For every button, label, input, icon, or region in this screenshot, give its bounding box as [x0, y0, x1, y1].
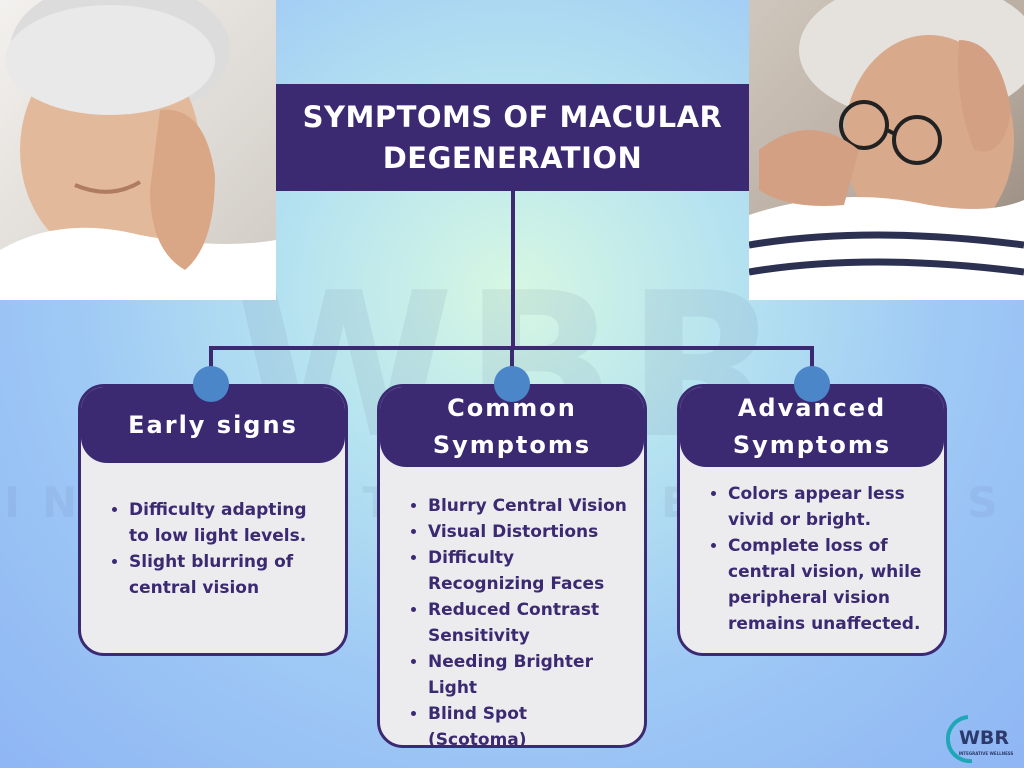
- card-heading-line-1: Advanced: [737, 394, 887, 422]
- logo-swoosh: [946, 715, 973, 764]
- list-item: Reduced Contrast Sensitivity: [428, 597, 630, 649]
- page-title: SYMPTOMS OF MACULAR DEGENERATION: [276, 84, 749, 191]
- symptom-list: Difficulty adapting to low light levels.…: [81, 463, 345, 601]
- title-line-2: DEGENERATION: [382, 140, 643, 175]
- list-item: Slight blurring of central vision: [129, 549, 331, 601]
- wbr-logo: WBR INTEGRATIVE WELLNESS: [946, 715, 1014, 764]
- list-item: Blurry Central Vision: [428, 493, 630, 519]
- card-heading-text: Early signs: [128, 410, 298, 439]
- list-item: Complete loss of central vision, while p…: [728, 533, 930, 637]
- photo-woman-rubbing-eye: [0, 0, 276, 300]
- photo-woman-holding-glasses: [749, 0, 1024, 300]
- photo-left-illustration: [0, 0, 276, 300]
- title-line-1: SYMPTOMS OF MACULAR: [302, 99, 723, 134]
- card-early-signs: Early signs Difficulty adapting to low l…: [78, 384, 348, 656]
- logo-subtext: INTEGRATIVE WELLNESS: [959, 751, 1014, 756]
- list-item: Difficulty adapting to low light levels.: [129, 497, 331, 549]
- card-heading: Common Symptoms: [380, 387, 644, 467]
- list-item: Needing Brighter Light: [428, 649, 630, 701]
- card-heading-line-2: Symptoms: [432, 431, 592, 459]
- logo-text: WBR: [959, 727, 1009, 749]
- list-item: Difficulty Recognizing Faces: [428, 545, 630, 597]
- symptom-list: Blurry Central Vision Visual Distortions…: [380, 467, 644, 745]
- list-item: Blind Spot (Scotoma): [428, 701, 630, 745]
- card-heading: Advanced Symptoms: [680, 387, 944, 467]
- symptom-list: Colors appear less vivid or bright. Comp…: [680, 467, 944, 637]
- card-common-symptoms: Common Symptoms Blurry Central Vision Vi…: [377, 384, 647, 748]
- card-heading-line-1: Common: [447, 394, 577, 422]
- list-item: Visual Distortions: [428, 519, 630, 545]
- card-advanced-symptoms: Advanced Symptoms Colors appear less viv…: [677, 384, 947, 656]
- photo-right-illustration: [749, 0, 1024, 300]
- list-item: Colors appear less vivid or bright.: [728, 481, 930, 533]
- card-heading: Early signs: [81, 387, 345, 463]
- card-heading-line-2: Symptoms: [732, 431, 892, 459]
